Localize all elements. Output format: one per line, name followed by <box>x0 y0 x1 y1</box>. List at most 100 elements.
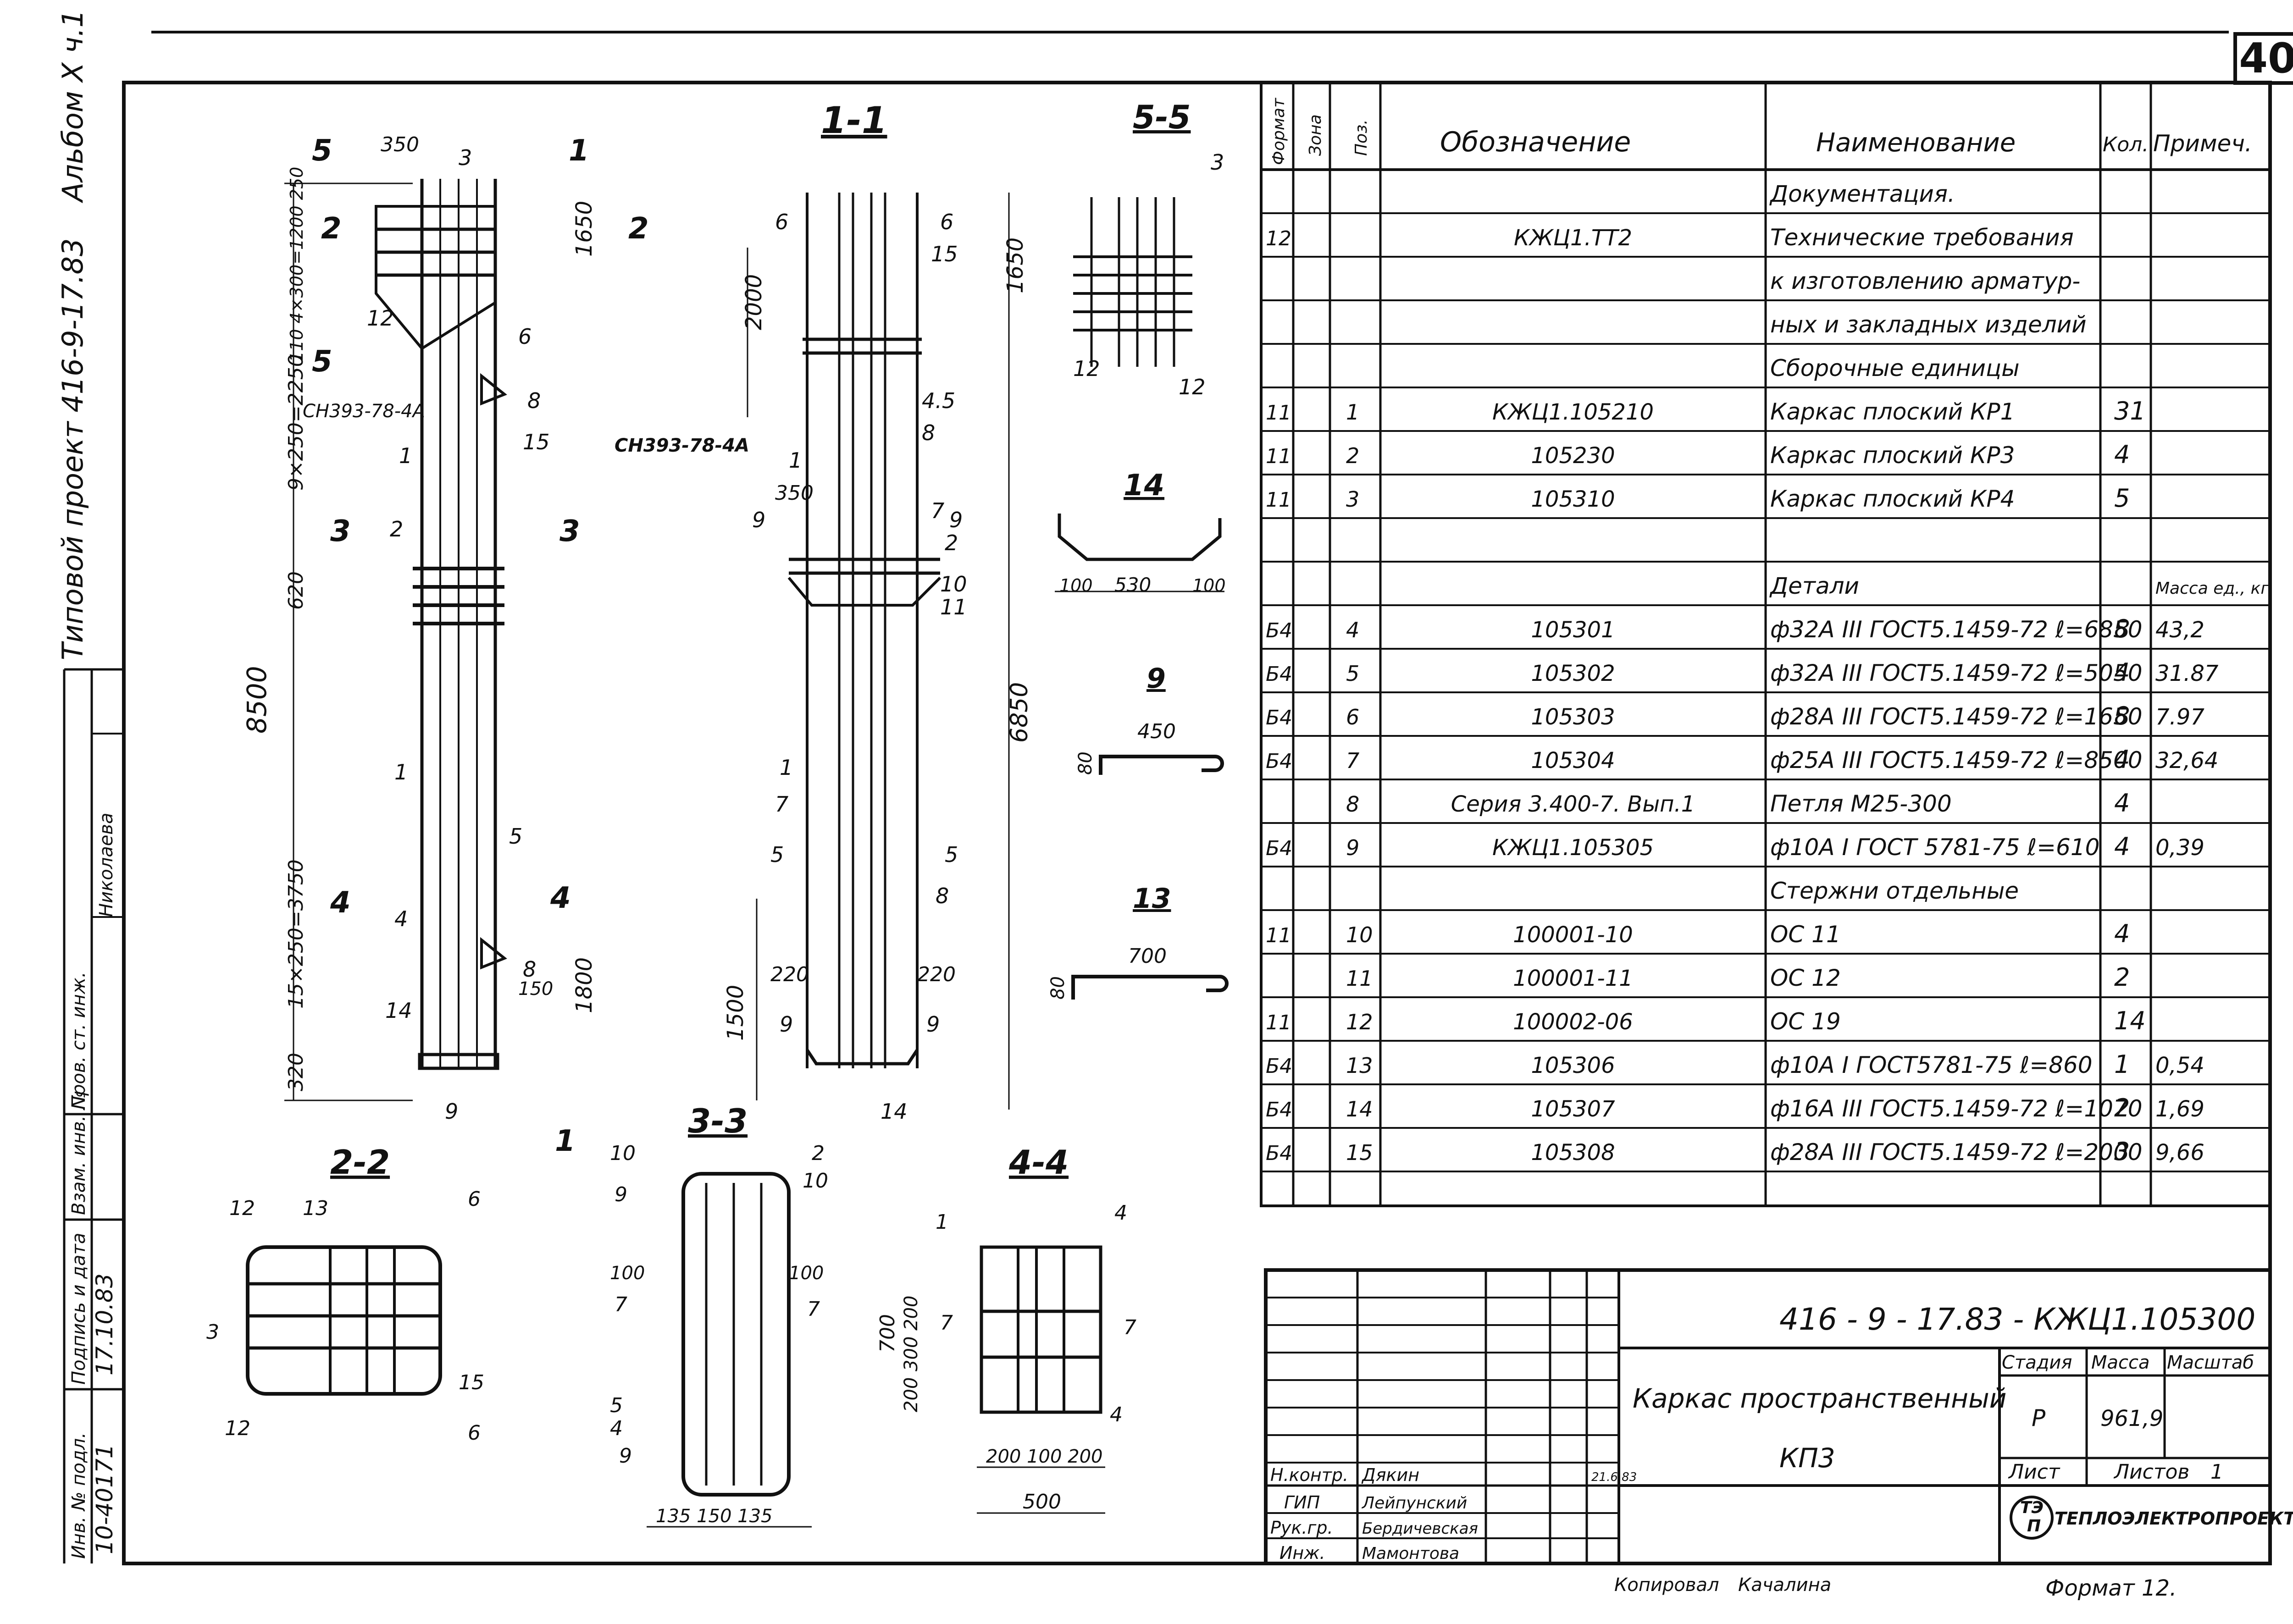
svg-text:8: 8 <box>523 957 536 982</box>
title-block: 416 - 9 - 17.83 - КЖЦ1.105300 Каркас про… <box>1264 1268 2293 1565</box>
svg-text:3-3: 3-3 <box>688 1102 748 1140</box>
svg-text:150: 150 <box>518 978 553 1000</box>
svg-text:14: 14 <box>881 1099 908 1124</box>
table-cell-k: 8 <box>2114 702 2130 730</box>
table-cell-f: 11 <box>1266 488 1291 512</box>
svg-text:5: 5 <box>945 842 958 867</box>
svg-text:2: 2 <box>321 212 342 246</box>
svg-text:4.5: 4.5 <box>922 388 955 413</box>
table-cell-n: Каркас плоский КР1 <box>1770 398 2015 425</box>
svg-text:Взам. инв. №: Взам. инв. № <box>68 1090 89 1215</box>
table-cell-n: к изготовлению арматур- <box>1770 268 2080 294</box>
table-cell-p: 9 <box>1346 835 1359 860</box>
section-5-5: 5-5 3 12 12 <box>1073 99 1224 399</box>
table-cell-k: 8 <box>2114 614 2130 643</box>
project-label: Типовой проект 416-9-17.83 <box>56 238 89 660</box>
svg-text:Формат: Формат <box>1269 98 1288 165</box>
table-cell-d: 100002-06 <box>1513 1009 1633 1035</box>
table-cell-f: Б4 <box>1266 663 1292 686</box>
table-cell-p: 8 <box>1346 792 1359 817</box>
svg-text:220: 220 <box>770 963 809 986</box>
svg-text:9: 9 <box>780 1012 793 1037</box>
table-cell-n: Детали <box>1769 573 1859 599</box>
svg-text:9: 9 <box>926 1012 940 1037</box>
detail-13: 13 700 80 <box>1047 883 1229 1000</box>
table-cell-n: Стержни отдельные <box>1770 878 2019 904</box>
svg-text:3: 3 <box>559 514 580 548</box>
table-cell-d: 105301 <box>1531 617 1615 643</box>
svg-text:ТЭ: ТЭ <box>2020 1498 2044 1517</box>
section-1-1: 1-1 2000 1650 6850 1500 220 220 350 СН39… <box>615 99 1033 1124</box>
table-cell-n: Документация. <box>1769 181 1955 207</box>
svg-text:4: 4 <box>394 906 408 931</box>
svg-text:3: 3 <box>330 514 351 548</box>
svg-text:Листов: Листов <box>2113 1460 2189 1484</box>
svg-text:2: 2 <box>945 530 958 555</box>
table-cell-n: ф10А I ГОСТ 5781-75 ℓ=610 <box>1770 834 2099 861</box>
svg-text:2: 2 <box>812 1142 825 1165</box>
svg-text:7: 7 <box>1124 1316 1136 1339</box>
table-cell-k: 2 <box>2114 1094 2130 1122</box>
table-cell-d: 105307 <box>1531 1096 1615 1122</box>
svg-text:5: 5 <box>509 824 522 849</box>
table-cell-f: Б4 <box>1266 837 1292 860</box>
svg-text:Стадия: Стадия <box>2002 1352 2072 1373</box>
table-cell-k: 31 <box>2114 397 2146 425</box>
svg-text:80: 80 <box>1075 751 1096 775</box>
svg-text:3: 3 <box>459 145 472 170</box>
svg-text:8: 8 <box>922 420 935 445</box>
org-name: ТЕПЛОЭЛЕКТРОПРОЕКТ <box>2055 1508 2293 1529</box>
table-cell-k: 4 <box>2114 745 2130 774</box>
svg-text:13: 13 <box>1133 883 1171 915</box>
table-cell-p: 2 <box>1346 443 1359 468</box>
svg-text:620: 620 <box>284 571 308 610</box>
table-cell-p: 14 <box>1346 1097 1373 1121</box>
svg-text:12: 12 <box>229 1197 255 1220</box>
svg-text:9: 9 <box>752 508 765 532</box>
specification-table: Формат Зона Поз. Обозначение Наименовани… <box>1260 81 2271 1207</box>
table-cell-f: Б4 <box>1266 1098 1292 1121</box>
svg-text:6: 6 <box>468 1421 481 1445</box>
svg-text:961,9: 961,9 <box>2100 1406 2163 1431</box>
table-cell-d: Серия 3.400-7. Вып.1 <box>1451 791 1695 817</box>
svg-text:Инв. № подл.: Инв. № подл. <box>68 1432 89 1559</box>
svg-text:1: 1 <box>789 448 802 473</box>
table-cell-p: 1 <box>1346 400 1359 425</box>
svg-text:7: 7 <box>615 1293 627 1316</box>
svg-text:7: 7 <box>775 792 788 817</box>
table-cell-n: ОС 11 <box>1770 921 1841 948</box>
table-cell-n: ных и закладных изделий <box>1770 311 2087 338</box>
svg-text:9: 9 <box>949 508 963 532</box>
svg-text:6: 6 <box>518 324 532 349</box>
svg-text:100: 100 <box>1192 575 1226 596</box>
doc-code: 416 - 9 - 17.83 - КЖЦ1.105300 <box>1779 1302 2255 1337</box>
svg-text:Мамонтова: Мамонтова <box>1362 1544 1459 1563</box>
table-cell-d: 105303 <box>1531 704 1615 730</box>
table-cell-k: 4 <box>2114 658 2130 687</box>
inventory-stamp: Пров. ст. инж. Николаева Взам. инв. № По… <box>63 668 124 1563</box>
table-cell-f: 11 <box>1266 924 1291 947</box>
table-cell-m: Масса ед., кг <box>2155 579 2270 598</box>
svg-text:320: 320 <box>284 1053 308 1091</box>
copier-name: Качалина <box>1738 1574 1831 1596</box>
table-cell-m: 43,2 <box>2155 617 2204 643</box>
svg-text:100: 100 <box>789 1263 824 1284</box>
svg-text:1-1: 1-1 <box>821 99 887 142</box>
svg-text:Масштаб: Масштаб <box>2167 1352 2254 1373</box>
svg-text:Н.контр.: Н.контр. <box>1270 1465 1348 1485</box>
svg-text:Наименование: Наименование <box>1816 128 2016 158</box>
svg-text:10-40171: 10-40171 <box>91 1444 118 1554</box>
svg-text:3: 3 <box>1211 150 1224 175</box>
svg-text:Бердичевская: Бердичевская <box>1362 1519 1478 1538</box>
elevation-view: 8500 9×250=2250 15×250=3750 110 4×300=12… <box>241 133 649 1158</box>
svg-text:8: 8 <box>527 388 541 413</box>
svg-text:4: 4 <box>610 1417 623 1440</box>
svg-text:10: 10 <box>803 1169 828 1193</box>
svg-text:4: 4 <box>1114 1201 1127 1225</box>
table-cell-k: 1 <box>2114 1050 2130 1079</box>
table-cell-d: КЖЦ1.105305 <box>1492 835 1654 861</box>
table-cell-f: Б4 <box>1266 706 1292 729</box>
table-cell-n: Каркас плоский КР3 <box>1770 442 2015 469</box>
svg-text:5: 5 <box>312 345 332 379</box>
